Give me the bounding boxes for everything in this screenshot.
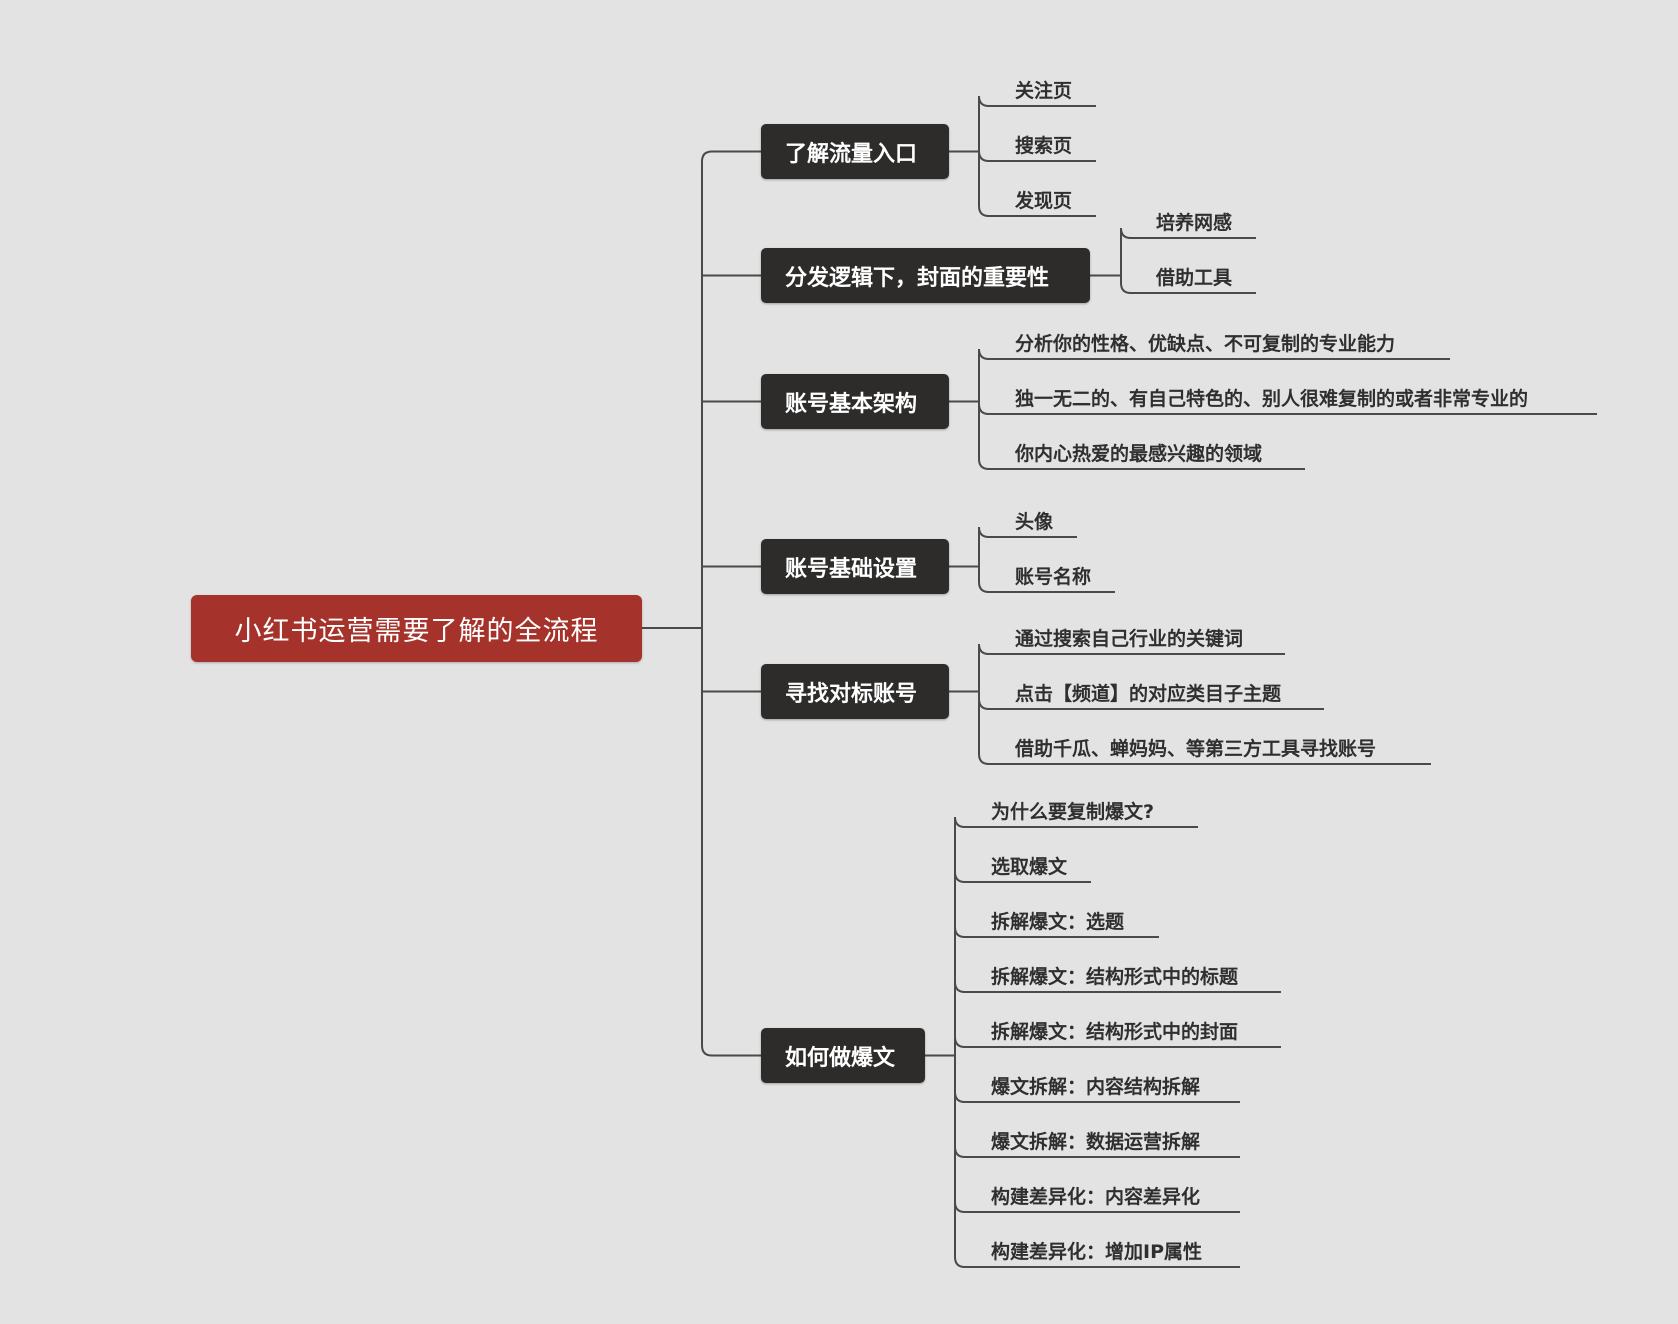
leaf-channel-subtopic[interactable]: 点击【频道】的对应类目子主题	[1015, 683, 1282, 705]
leaf-underline	[954, 1036, 1281, 1048]
leaf-follow-page[interactable]: 关注页	[1015, 80, 1073, 102]
leaf-search-page[interactable]: 搜索页	[1015, 135, 1073, 157]
leaf-underline	[954, 816, 1198, 828]
leaf-underline	[954, 926, 1159, 938]
leaf-avatar[interactable]: 头像	[1015, 511, 1054, 533]
leaf-underline	[954, 1201, 1240, 1213]
branch-topic-account-settings[interactable]: 账号基础设置	[761, 539, 949, 594]
leaf-use-tools[interactable]: 借助工具	[1156, 267, 1233, 289]
leaf-why-copy[interactable]: 为什么要复制爆文?	[991, 801, 1155, 823]
leaf-underline	[978, 753, 1431, 765]
leaf-content-breakdown[interactable]: 爆文拆解：内容结构拆解	[991, 1076, 1201, 1098]
leaf-underline	[978, 698, 1324, 710]
leaf-title-breakdown[interactable]: 拆解爆文：结构形式中的标题	[991, 966, 1239, 988]
leaf-underline	[978, 95, 1096, 107]
leaf-underline	[954, 871, 1091, 883]
leaf-underline	[954, 981, 1281, 993]
leaf-select-viral[interactable]: 选取爆文	[991, 856, 1068, 878]
root-topic[interactable]: 小红书运营需要了解的全流程	[191, 595, 642, 662]
leaf-content-differentiation[interactable]: 构建差异化：内容差异化	[991, 1186, 1201, 1208]
leaf-underline	[978, 458, 1305, 470]
leaf-underline	[954, 1146, 1240, 1158]
leaf-cover-breakdown[interactable]: 拆解爆文：结构形式中的封面	[991, 1021, 1239, 1043]
leaf-topic-breakdown[interactable]: 拆解爆文：选题	[991, 911, 1125, 933]
leaf-discover-page[interactable]: 发现页	[1015, 190, 1073, 212]
leaf-third-party-tools[interactable]: 借助千瓜、蝉妈妈、等第三方工具寻找账号	[1015, 738, 1377, 760]
branch-topic-viral-posts[interactable]: 如何做爆文	[761, 1028, 925, 1083]
leaf-passion-field[interactable]: 你内心热爱的最感兴趣的领域	[1015, 443, 1263, 465]
leaf-underline	[978, 403, 1597, 415]
leaf-underline	[1120, 282, 1256, 294]
leaf-underline	[978, 643, 1285, 655]
leaf-underline	[978, 150, 1096, 162]
leaf-underline	[954, 1256, 1240, 1268]
leaf-ip-attribute[interactable]: 构建差异化：增加IP属性	[991, 1241, 1202, 1263]
branch-connector	[701, 1045, 761, 1057]
leaf-data-breakdown[interactable]: 爆文拆解：数据运营拆解	[991, 1131, 1201, 1153]
branch-topic-cover-importance[interactable]: 分发逻辑下，封面的重要性	[761, 248, 1090, 303]
leaf-underline	[1120, 227, 1256, 239]
leaf-search-keywords[interactable]: 通过搜索自己行业的关键词	[1015, 628, 1244, 650]
branch-topic-benchmark-accounts[interactable]: 寻找对标账号	[761, 664, 949, 719]
leaf-unique-traits[interactable]: 独一无二的、有自己特色的、别人很难复制的或者非常专业的	[1015, 388, 1529, 410]
leaf-analyze-personality[interactable]: 分析你的性格、优缺点、不可复制的专业能力	[1015, 333, 1396, 355]
leaf-underline	[978, 348, 1450, 360]
leaf-underline	[978, 205, 1096, 217]
leaf-web-sense[interactable]: 培养网感	[1156, 212, 1233, 234]
branch-topic-traffic-entry[interactable]: 了解流量入口	[761, 124, 949, 179]
leaf-underline	[954, 1091, 1240, 1103]
branch-connector	[701, 150, 761, 162]
branch-topic-account-architecture[interactable]: 账号基本架构	[761, 374, 949, 429]
leaf-account-name[interactable]: 账号名称	[1015, 566, 1092, 588]
leaf-underline	[978, 526, 1077, 538]
leaf-underline	[978, 581, 1115, 593]
